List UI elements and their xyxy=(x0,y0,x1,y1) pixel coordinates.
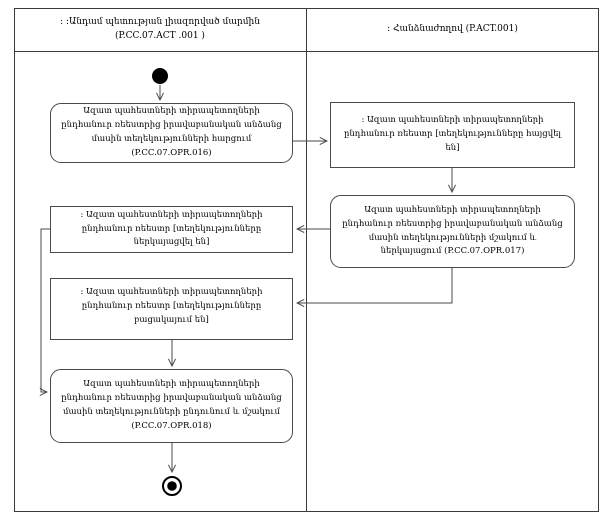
lane-authorized-body-code: (P.CC.07.ACT .001 ) xyxy=(115,30,205,41)
swimlane-headers: : :Անդամ պետության լիազորված մարմին (P.C… xyxy=(14,8,599,52)
swimlane-divider xyxy=(306,8,307,512)
action-node-request-info-label: Ազատ պահեստների տիրապետողների ընդհանուր … xyxy=(61,106,282,158)
action-node-process-and-present-label: Ազատ պահեստների տիրապետողների ընդհանուր … xyxy=(342,204,563,257)
swimlane-header-authorized-body: : :Անդամ պետության լիազորված մարմին (P.C… xyxy=(14,8,306,51)
object-node-registry-requested-label: : Ազատ պահեստների տիրապետողների ընդհանու… xyxy=(344,115,561,153)
action-node-receive-and-process-label: Ազատ պահեստների տիրապետողների ընդհանուր … xyxy=(61,379,282,431)
swimlane-header-commission: : Հանձնաժողով (P.ACT.001) xyxy=(306,8,599,51)
object-node-registry-presented-label: : Ազատ պահեստների տիրապետողների ընդհանու… xyxy=(80,209,263,248)
object-node-registry-absent: : Ազատ պահեստների տիրապետողների ընդհանու… xyxy=(50,278,293,340)
action-node-request-info: Ազատ պահեստների տիրապետողների ընդհանուր … xyxy=(50,103,293,163)
object-node-registry-presented: : Ազատ պահեստների տիրապետողների ընդհանու… xyxy=(50,206,293,253)
action-node-receive-and-process: Ազատ պահեստների տիրապետողների ընդհանուր … xyxy=(50,369,293,443)
lane-commission-title: : Հանձնաժողով (P.ACT.001) xyxy=(387,23,518,34)
object-node-registry-requested: : Ազատ պահեստների տիրապետողների ընդհանու… xyxy=(330,102,575,168)
lane-authorized-body-title: : :Անդամ պետության լիազորված մարմին xyxy=(60,16,260,27)
action-node-process-and-present: Ազատ պահեստների տիրապետողների ընդհանուր … xyxy=(330,195,575,268)
object-node-registry-absent-label: : Ազատ պահեստների տիրապետողների ընդհանու… xyxy=(80,287,263,325)
